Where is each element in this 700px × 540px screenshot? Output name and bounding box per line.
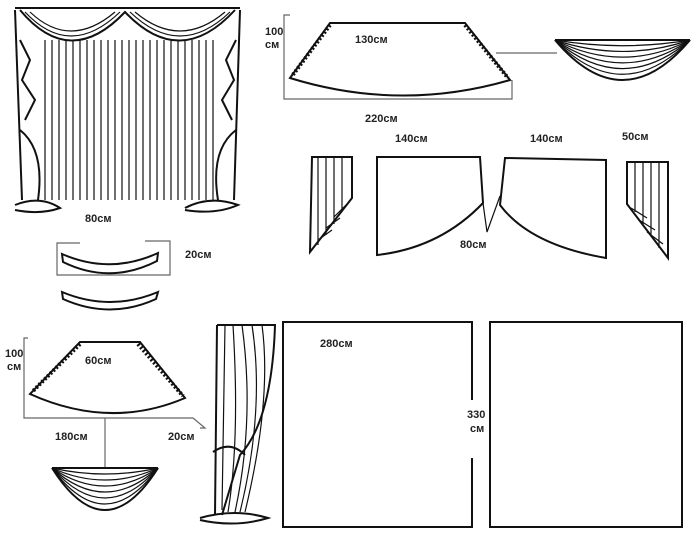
top-swag-top-width: 130см: [355, 34, 388, 46]
top-swag-bottom-width: 220см: [365, 113, 398, 125]
lower-swag-pattern: 100 см 60см 180см 20см: [5, 337, 207, 468]
lower-swag-fan: [51, 467, 159, 511]
lower-swag-top-width: 60см: [85, 355, 112, 367]
lower-swag-height-unit: см: [7, 361, 21, 373]
crescent-pieces: 80см 20см: [56, 213, 212, 311]
lower-swag-bottom-width: 180см: [55, 431, 88, 443]
curtain-drape-illustration: [199, 324, 277, 525]
top-swag-fan: [554, 39, 691, 81]
lower-swag-height: 100: [5, 348, 23, 360]
top-swag-height-unit: см: [265, 39, 279, 51]
curtain-panels: 280см 330 см: [282, 321, 683, 528]
jabot-width: 50см: [622, 131, 649, 143]
panel-gap: 80см: [460, 239, 487, 251]
top-swag-height: 100: [265, 26, 283, 38]
left-panel-width: 140см: [395, 133, 428, 145]
crescent-height: 20см: [185, 249, 212, 261]
lower-swag-side: 20см: [168, 431, 195, 443]
panel-height: 330: [467, 409, 485, 421]
valance-panels: 140см 140см 80см 50см: [308, 131, 669, 261]
panel-height-unit: см: [470, 423, 484, 435]
crescent-width: 80см: [85, 213, 112, 225]
top-swag-pattern: 100 см 130см 220см: [265, 14, 557, 125]
panel-width: 280см: [320, 338, 353, 350]
full-curtain-illustration: [14, 7, 241, 214]
right-panel-width: 140см: [530, 133, 563, 145]
